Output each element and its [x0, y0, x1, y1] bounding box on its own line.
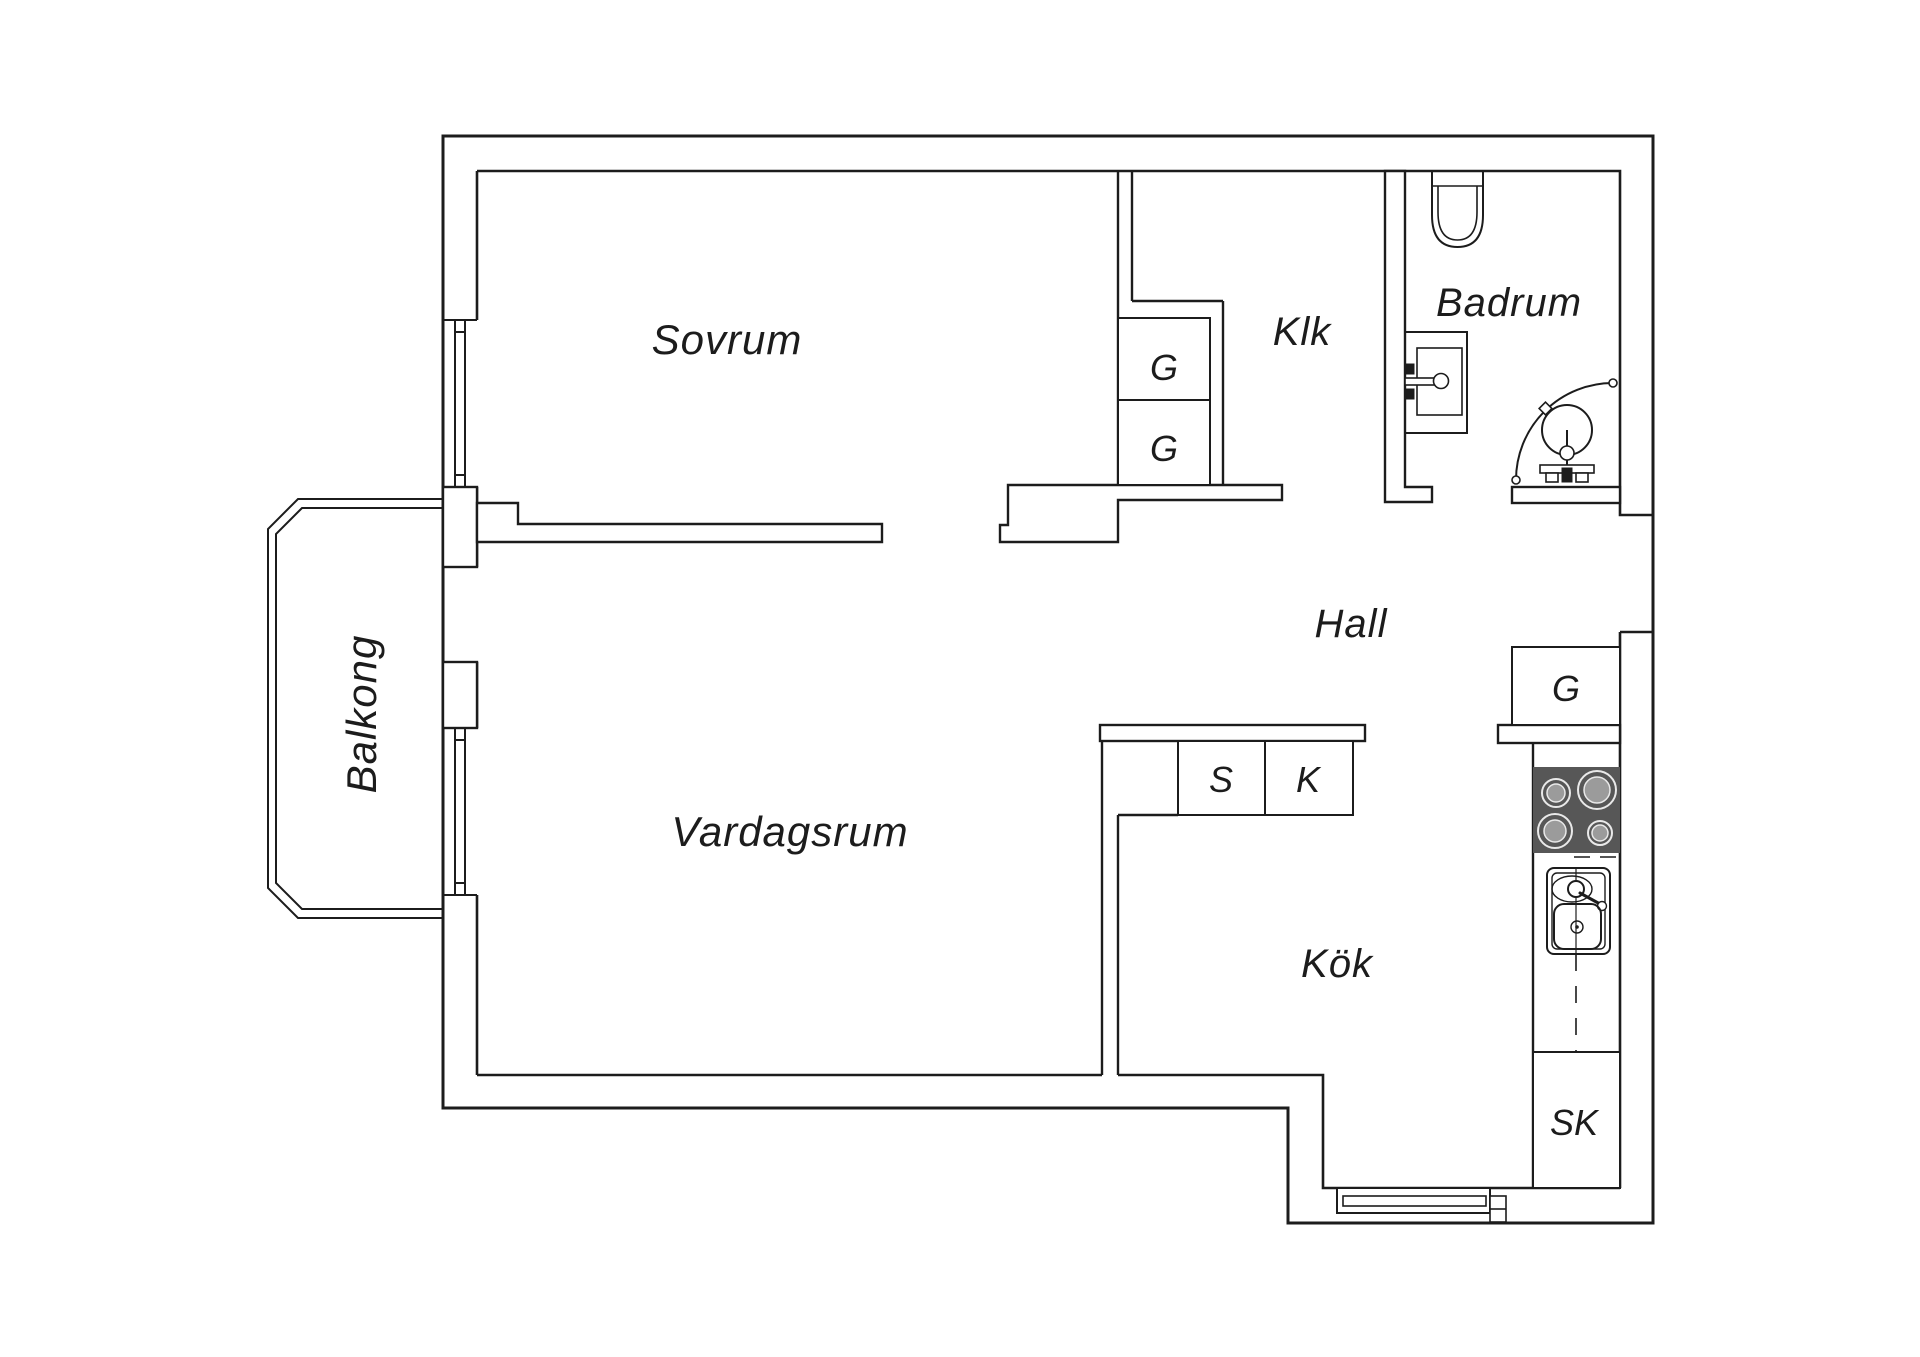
- label-cleaning-closet: SK: [1550, 1102, 1600, 1143]
- room-label-klk: Klk: [1273, 310, 1333, 354]
- klk-wardrobe-top-box: [1117, 317, 1211, 401]
- stove-icon: [1533, 767, 1620, 853]
- sovrum-window: [443, 319, 477, 488]
- entrance-door-icon: [1336, 1187, 1507, 1223]
- vardagsrum-window: [443, 727, 477, 896]
- badrum-west-wall: [1383, 169, 1434, 504]
- hall-wardrobe-base-wall: [1496, 723, 1622, 745]
- kok-north-wall: [1098, 723, 1367, 743]
- toilet-icon: [1431, 171, 1484, 249]
- bathroom-sink-icon: [1404, 331, 1468, 434]
- room-label-vardagsrum: Vardagsrum: [671, 808, 908, 855]
- room-label-sovrum: Sovrum: [652, 316, 803, 363]
- badrum-south-wall: [1510, 485, 1622, 505]
- room-label-hall: Hall: [1315, 602, 1388, 646]
- label-wardrobe-klk-bottom: G: [1150, 428, 1178, 469]
- shower-icon: [1511, 378, 1618, 485]
- cabinet-k-box: [1264, 740, 1354, 816]
- closet-boxes: [1117, 317, 1621, 1189]
- label-cabinet-k: K: [1296, 759, 1322, 800]
- cabinet-s-box: [1177, 740, 1266, 816]
- room-label-badrum: Badrum: [1436, 281, 1582, 325]
- label-cabinet-s: S: [1209, 759, 1233, 800]
- balcony-outline: [267, 498, 443, 919]
- sovrum-south-wall: [475, 501, 884, 544]
- room-label-kok: Kök: [1301, 942, 1374, 986]
- balcony-door-piers: [441, 485, 479, 730]
- label-wardrobe-klk-top: G: [1150, 347, 1178, 388]
- klk-wardrobe-bottom-box: [1117, 399, 1211, 486]
- stove-burners: [1537, 770, 1617, 849]
- kitchen-sink-icon: [1546, 856, 1616, 1052]
- kok-west-wall: [1100, 725, 1178, 1075]
- label-wardrobe-hall: G: [1552, 668, 1580, 709]
- hall-wardrobe-box: [1511, 646, 1621, 726]
- room-label-balkong: Balkong: [338, 635, 385, 794]
- klk-south-wall: [998, 483, 1284, 544]
